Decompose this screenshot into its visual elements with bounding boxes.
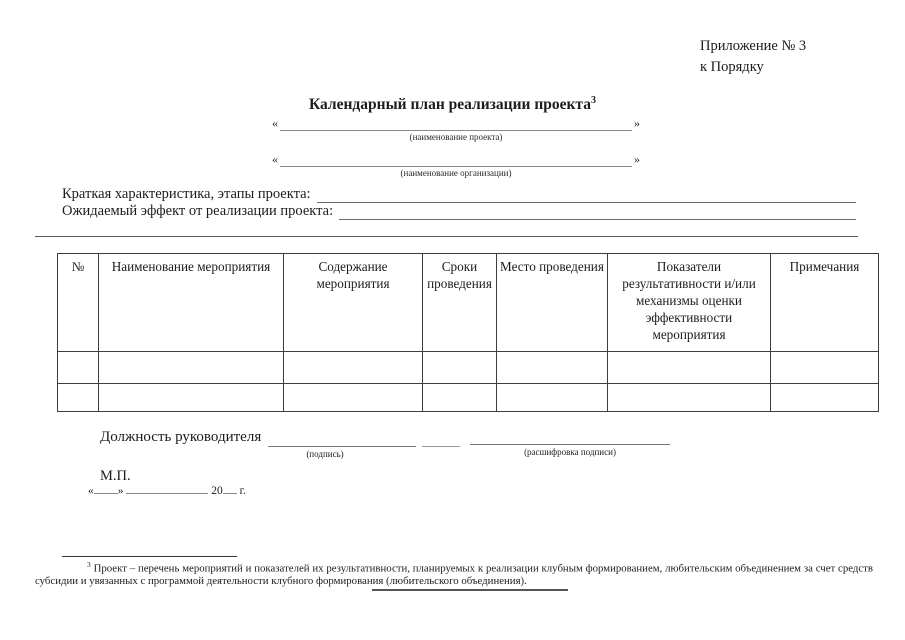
- table-cell: [770, 383, 879, 412]
- open-quote: «: [272, 116, 278, 130]
- date-year-blank: [222, 483, 237, 494]
- table-cell: [496, 383, 608, 412]
- organization-name-blank: [280, 151, 632, 167]
- col-notes: Примечания: [770, 253, 879, 352]
- col-event-content: Содержание мероприятия: [283, 253, 423, 352]
- page-title: Календарный план реализации проекта3: [0, 95, 905, 114]
- date-line: « » 20 г.: [88, 483, 246, 497]
- table-cell: [57, 383, 99, 412]
- characteristic-row: Краткая характеристика, этапы проекта:: [62, 186, 856, 203]
- table-row: [57, 383, 879, 412]
- expected-effect-label: Ожидаемый эффект от реализации проекта:: [62, 203, 334, 219]
- signature-blank: [268, 430, 416, 447]
- date-month-blank: [126, 483, 209, 494]
- close-quote: »: [117, 485, 124, 497]
- continuation-blank-line: [35, 236, 858, 237]
- col-number: №: [57, 253, 99, 352]
- year-unit: г.: [239, 485, 246, 497]
- organization-name-field: « » (наименование организации): [272, 151, 640, 178]
- table-cell: [57, 351, 99, 384]
- project-name-caption: (наименование проекта): [409, 132, 503, 142]
- organization-name-caption: (наименование организации): [400, 168, 512, 178]
- project-name-blank: [280, 115, 632, 131]
- close-quote: »: [634, 152, 640, 166]
- col-event-name: Наименование мероприятия: [98, 253, 284, 352]
- bottom-artifact-line: [372, 589, 568, 591]
- head-position-label: Должность руководителя: [100, 429, 262, 445]
- date-day-blank: [93, 483, 118, 494]
- signature-transcript-caption: (расшифровка подписи): [524, 447, 616, 457]
- title-footnote-ref: 3: [590, 95, 596, 106]
- col-indicators: Показатели результативности и/или механи…: [607, 253, 771, 352]
- expected-effect-blank: [339, 203, 856, 220]
- expected-effect-row: Ожидаемый эффект от реализации проекта:: [62, 203, 856, 220]
- footnote-ref: 3: [87, 560, 91, 569]
- table-cell: [283, 351, 423, 384]
- page-title-text: Календарный план реализации проекта: [309, 96, 591, 114]
- stamp-place-label: М.П.: [100, 468, 131, 484]
- appendix-line-1: Приложение № 3: [700, 38, 807, 54]
- table-cell: [422, 351, 497, 384]
- table-row: [57, 351, 879, 384]
- footnote-separator: [62, 556, 237, 557]
- table-cell: [98, 351, 284, 384]
- table-cell: [422, 383, 497, 412]
- close-quote: »: [634, 116, 640, 130]
- open-quote: «: [272, 152, 278, 166]
- col-dates: Сроки проведения: [422, 253, 497, 352]
- year-prefix: 20: [211, 485, 223, 497]
- characteristic-blank: [316, 186, 856, 203]
- signature-transcript-blank: [470, 428, 670, 445]
- col-location: Место проведения: [496, 253, 608, 352]
- table-cell: [607, 383, 771, 412]
- table-header-row: № Наименование мероприятия Содержание ме…: [57, 253, 879, 352]
- open-quote: «: [88, 485, 94, 497]
- appendix-reference: Приложение № 3 к Порядку: [700, 36, 806, 78]
- characteristic-label: Краткая характеристика, этапы проекта:: [62, 186, 311, 202]
- table-cell: [607, 351, 771, 384]
- table-cell: [98, 383, 284, 412]
- calendar-plan-table: № Наименование мероприятия Содержание ме…: [57, 253, 879, 412]
- project-name-field: « » (наименование проекта): [272, 115, 640, 142]
- table-cell: [496, 351, 608, 384]
- signature-blank-continuation: [422, 438, 460, 447]
- signature-caption: (подпись): [306, 449, 344, 459]
- table-cell: [770, 351, 879, 384]
- footnote: 3 Проект – перечень мероприятий и показа…: [35, 559, 873, 588]
- table-cell: [283, 383, 423, 412]
- appendix-line-2: к Порядку: [700, 59, 764, 75]
- footnote-text: Проект – перечень мероприятий и показате…: [35, 562, 873, 588]
